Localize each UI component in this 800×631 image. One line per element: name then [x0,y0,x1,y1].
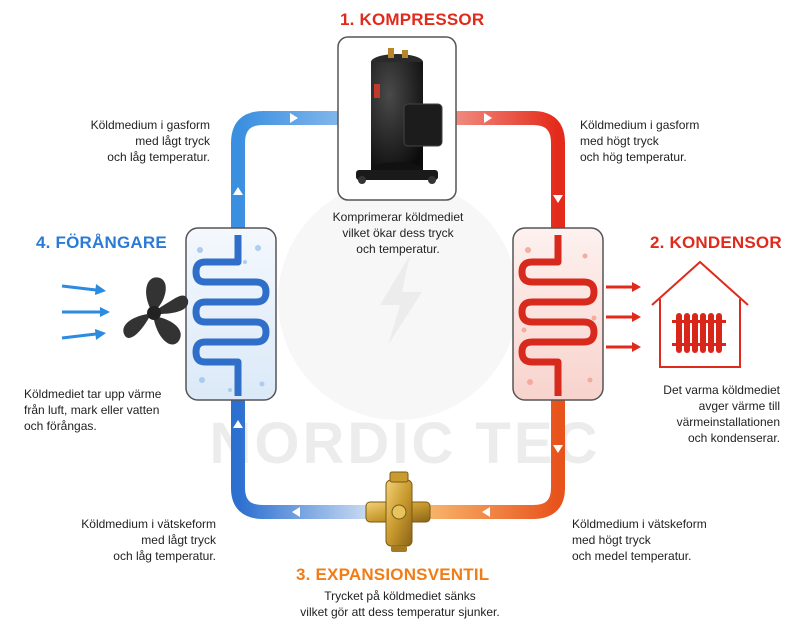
desc-line: Köldmediet tar upp värme [24,387,162,401]
state-line: Köldmedium i vätskeform [81,517,216,531]
heat-arrow-icon [632,312,641,322]
heat-arrow-icon [632,342,641,352]
lightning-emblem-icon [380,255,422,345]
desc-compressor: Komprimerar köldmediet vilket ökar dess … [318,209,478,257]
evaporator-unit [185,227,277,401]
desc-line: avger värme till [698,399,780,413]
flow-arrow-icon [233,420,243,428]
desc-line: Komprimerar köldmediet [332,210,464,224]
flow-arrow-icon [233,187,243,195]
flow-arrow-icon [290,113,298,123]
desc-line: och förångas. [24,419,97,433]
title-compressor: 1. KOMPRESSOR [340,10,485,29]
title-expansion-valve: 3. EXPANSIONSVENTIL [296,565,490,584]
flow-arrow-icon [482,507,490,517]
state-line: Köldmedium i gasform [90,118,210,132]
state-line: med lågt tryck [135,134,210,148]
desc-line: och kondenserar. [687,431,780,445]
state-line: Köldmedium i vätskeform [572,517,707,531]
flow-arrows [233,113,563,517]
state-line: och hög temperatur. [580,150,687,164]
house-radiator-icon [651,260,749,368]
state-line: och medel temperatur. [572,549,692,563]
flow-arrow-icon [484,113,492,123]
fan-icon [123,277,189,345]
state-line: med högt tryck [572,533,651,547]
desc-line: värmeinstallationen [676,415,780,429]
desc-expansion-valve: Trycket på köldmediet sänks vilket gör a… [280,588,520,620]
state-top-left: Köldmedium i gasform med lågt tryck och … [70,117,210,165]
desc-line: från luft, mark eller vatten [24,403,160,417]
flow-arrow-icon [292,507,300,517]
desc-line: vilket gör att dess temperatur sjunker. [300,605,500,619]
heat-arrow-icon [632,282,641,292]
state-line: och låg temperatur. [113,549,216,563]
state-line: med lågt tryck [141,533,216,547]
desc-line: Det varma köldmediet [663,383,780,397]
state-bottom-left: Köldmedium i vätskeform med lågt tryck o… [66,516,216,564]
title-condenser: 2. KONDENSOR [650,233,782,252]
watermark-text: NORDIC TEC [209,411,601,476]
air-arrows [61,284,110,340]
heat-arrows [606,282,641,352]
desc-condenser: Det varma köldmediet avger värme till vä… [630,382,780,446]
condenser-unit [512,227,604,401]
desc-evaporator: Köldmediet tar upp värme från luft, mark… [24,386,174,434]
expansion-valve-icon [365,471,431,552]
state-line: och låg temperatur. [107,150,210,164]
air-arrow-icon [95,329,106,340]
air-arrow-icon [95,284,106,295]
desc-line: Trycket på köldmediet sänks [324,589,476,603]
desc-line: och temperatur. [356,242,440,256]
flow-arrow-icon [553,445,563,453]
desc-line: vilket ökar dess tryck [342,226,454,240]
state-top-right: Köldmedium i gasform med högt tryck och … [580,117,730,165]
state-line: med högt tryck [580,134,659,148]
state-line: Köldmedium i gasform [580,118,700,132]
title-evaporator: 4. FÖRÅNGARE [36,233,167,252]
compressor-icon [337,36,457,201]
flow-arrow-icon [553,195,563,203]
state-bottom-right: Köldmedium i vätskeform med högt tryck o… [572,516,732,564]
air-arrow-icon [100,307,110,317]
